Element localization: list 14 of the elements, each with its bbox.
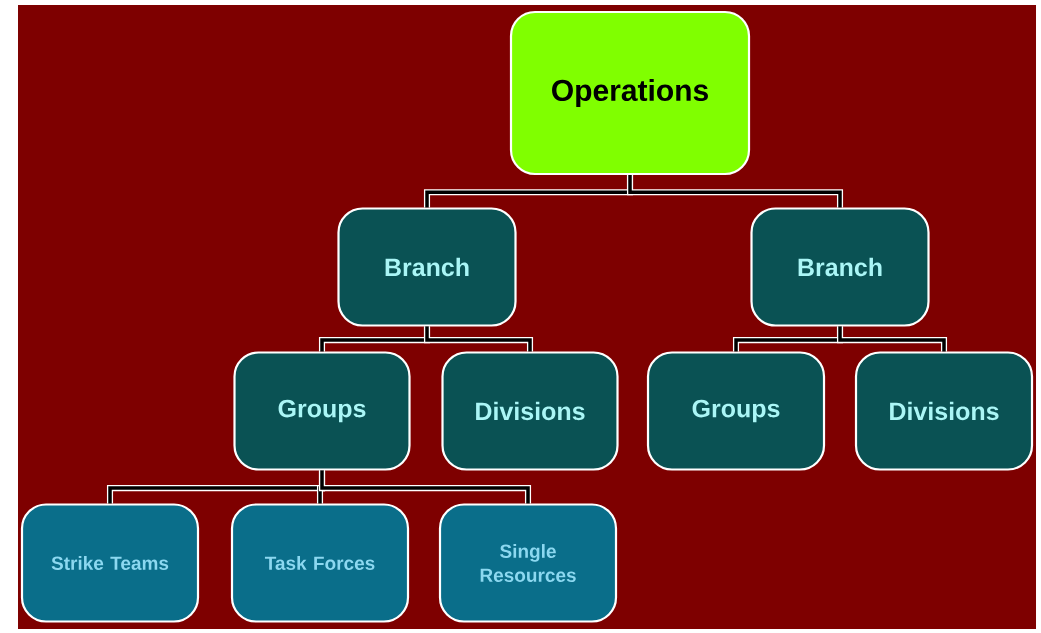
unit-box: Divisions — [441, 351, 619, 471]
unit-box: Groups — [233, 351, 411, 471]
connector-line — [836, 326, 948, 352]
unit-box: Strike Teams — [20, 503, 200, 623]
unit-box: Task Forces — [230, 503, 410, 623]
unit-box: Branch — [750, 207, 930, 327]
connector-line — [626, 175, 844, 208]
unit-box: Branch — [337, 207, 517, 327]
unit-box: Single Resources — [438, 503, 618, 623]
connector-line — [423, 326, 534, 352]
unit-box: Groups — [646, 351, 826, 471]
connector-line — [318, 470, 532, 504]
unit-box: Divisions — [854, 351, 1034, 471]
unit-box: Operations — [509, 10, 751, 176]
